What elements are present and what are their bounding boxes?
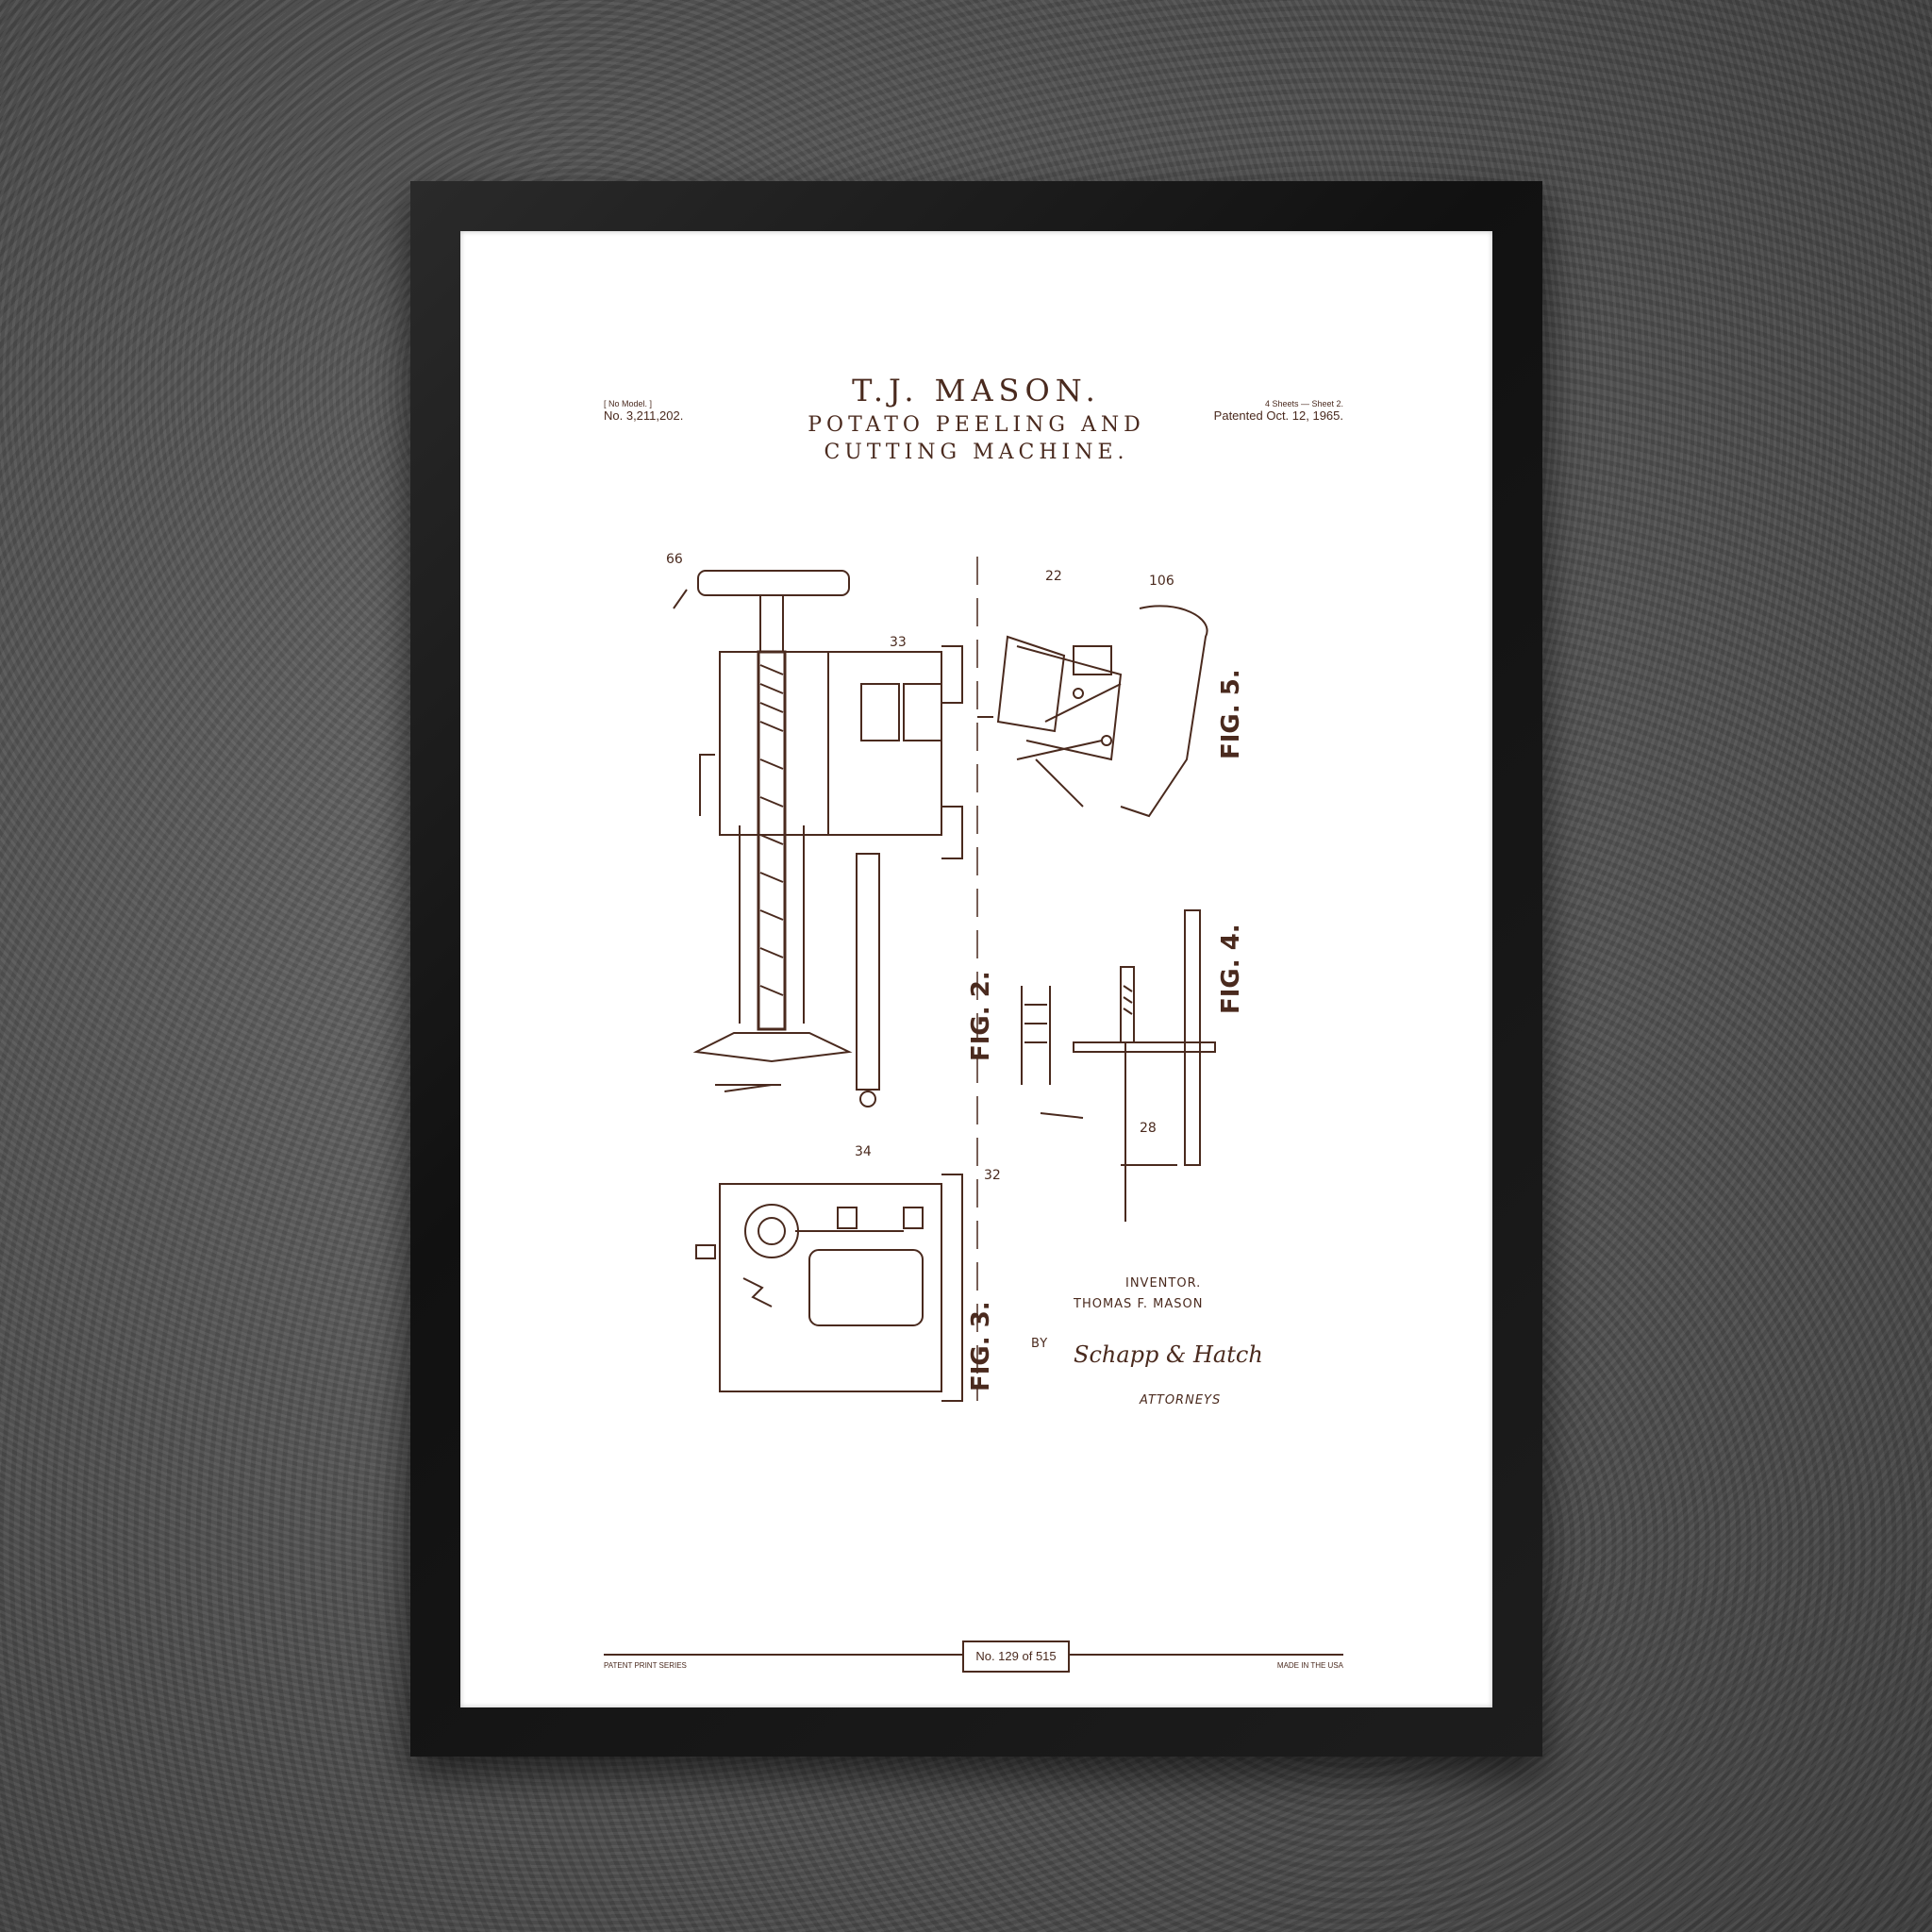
svg-text:34: 34 [855, 1144, 872, 1159]
fig2-label: FIG. 2. [967, 971, 995, 1061]
svg-text:28: 28 [1140, 1121, 1157, 1136]
patent-number-block: [ No Model. ] No. 3,211,202. [604, 399, 683, 423]
svg-text:22: 22 [1045, 569, 1062, 584]
subtitle-line2: CUTTING MACHINE. [824, 441, 1129, 464]
attorney-signature: Schapp & Hatch [1074, 1341, 1263, 1368]
inventor-title: T.J. MASON. [852, 373, 1101, 408]
subtitle-line1: POTATO PEELING AND [808, 413, 1145, 437]
patent-date-block: 4 Sheets — Sheet 2. Patented Oct. 12, 19… [1214, 399, 1343, 423]
patent-print: T.J. MASON. POTATO PEELING AND CUTTING M… [460, 231, 1492, 1707]
patent-drawing: 66 33 34 32 28 22 106 FIG. 2. FIG. 3. FI… [666, 552, 1245, 1402]
patent-number: No. 3,211,202. [604, 408, 684, 423]
sheets-note: 4 Sheets — Sheet 2. [1264, 399, 1343, 408]
patented-date: Patented Oct. 12, 1965. [1213, 408, 1343, 423]
fig3-label: FIG. 3. [967, 1301, 995, 1391]
fig4-drawing [1021, 909, 1216, 1222]
figure-labels: FIG. 2. FIG. 3. FIG. 4. FIG. 5. [967, 669, 1245, 1391]
fig3-drawing [695, 1174, 963, 1402]
model-note: [ No Model. ] [604, 399, 653, 408]
fig2-drawing [673, 570, 963, 1108]
inventor-label: INVENTOR. [1125, 1276, 1202, 1291]
by-label: BY [1031, 1337, 1049, 1351]
svg-text:33: 33 [890, 635, 907, 650]
fig5-drawing [996, 605, 1208, 818]
series-label: PATENT PRINT SERIES [604, 1661, 687, 1670]
svg-text:106: 106 [1149, 574, 1174, 589]
picture-frame: T.J. MASON. POTATO PEELING AND CUTTING M… [410, 181, 1542, 1757]
made-in-label: MADE IN THE USA [1276, 1661, 1343, 1670]
svg-text:66: 66 [666, 552, 683, 567]
attorneys-label: ATTORNEYS [1140, 1393, 1222, 1407]
fig4-label: FIG. 4. [1217, 924, 1245, 1014]
svg-text:32: 32 [984, 1168, 1001, 1183]
fig5-label: FIG. 5. [1217, 669, 1245, 759]
edition-number: No. 129 of 515 [962, 1641, 1070, 1673]
inventor-name: THOMAS F. MASON [1074, 1297, 1204, 1311]
